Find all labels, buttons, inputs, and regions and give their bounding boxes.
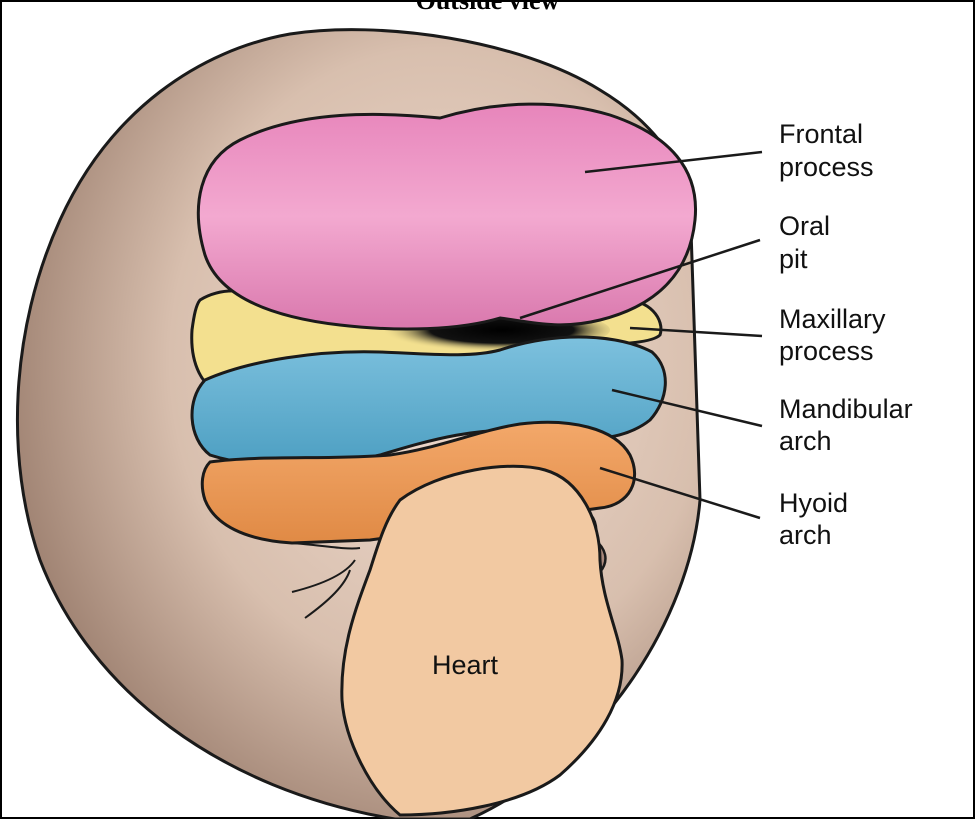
label-oral-line1: Oral <box>779 211 830 241</box>
label-mandibular-line1: Mandibular <box>779 394 913 424</box>
label-frontal-line1: Frontal <box>779 119 863 149</box>
frontal-process-shape <box>198 104 695 329</box>
label-maxillary-line2: process <box>779 336 874 366</box>
label-oral-line2: pit <box>779 244 808 274</box>
label-frontal-line2: process <box>779 152 874 182</box>
label-hyoid-line1: Hyoid <box>779 488 848 518</box>
label-maxillary-line1: Maxillary <box>779 304 886 334</box>
label-heart: Heart <box>432 650 499 680</box>
label-mandibular-line2: arch <box>779 426 832 456</box>
label-hyoid-line2: arch <box>779 520 832 550</box>
